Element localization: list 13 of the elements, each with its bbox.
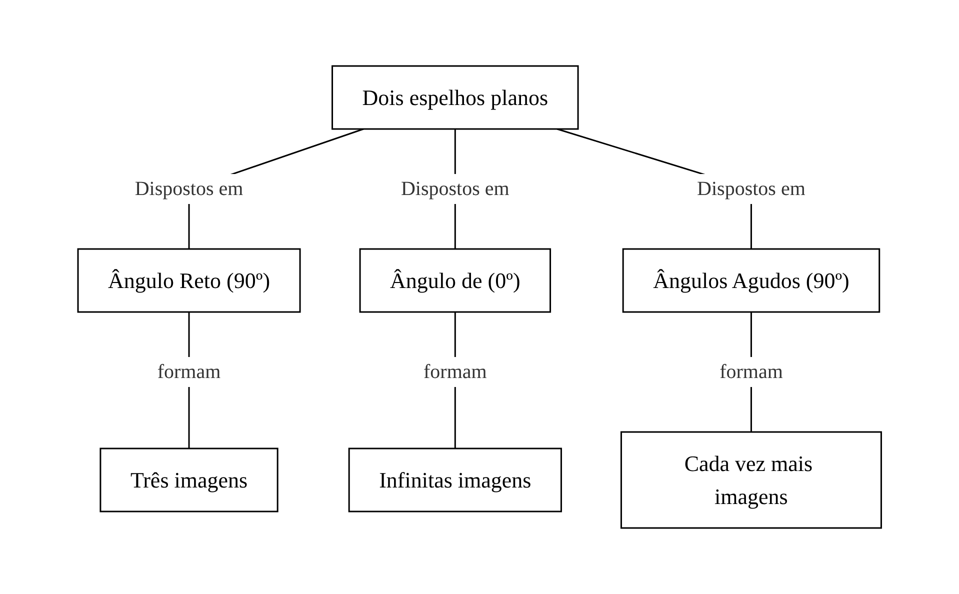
node-box: Ângulos Agudos (90º)	[622, 248, 880, 313]
edge-label: Dispostos em	[400, 178, 510, 200]
edge-label: formam	[157, 361, 221, 383]
node-box: Dois espelhos planos	[331, 65, 579, 130]
node-box: Três imagens	[100, 448, 278, 512]
edge-label: Dispostos em	[134, 178, 244, 200]
node-box: Cada vez mais imagens	[620, 431, 882, 529]
edge-label: Dispostos em	[696, 178, 806, 200]
node-box: Infinitas imagens	[348, 448, 562, 512]
node-box: Ângulo de (0º)	[359, 248, 551, 313]
edge-label: formam	[719, 361, 783, 383]
node-box: Ângulo Reto (90º)	[77, 248, 301, 313]
edge-label: formam	[423, 361, 487, 383]
